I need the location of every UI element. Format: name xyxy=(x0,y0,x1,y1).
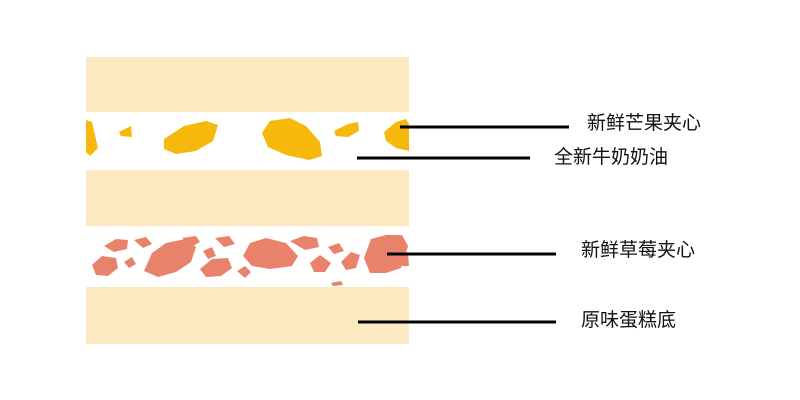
cake-layer-bottom xyxy=(86,287,409,344)
strawberry-piece xyxy=(203,247,216,259)
mango-piece xyxy=(119,126,132,137)
mango-piece xyxy=(86,120,98,156)
strawberry-piece xyxy=(144,239,196,277)
cream-layer-top xyxy=(86,112,409,170)
strawberry-piece xyxy=(331,281,343,286)
strawberry-piece xyxy=(237,266,251,278)
strawberry-piece xyxy=(200,258,232,277)
label-milk-cream: 全新牛奶奶油 xyxy=(554,146,669,168)
mango-filling xyxy=(86,118,409,160)
mango-piece xyxy=(262,118,322,160)
strawberry-piece xyxy=(215,236,235,247)
strawberry-piece xyxy=(364,235,408,273)
strawberry-piece xyxy=(182,236,200,247)
cake-layer-top xyxy=(86,57,409,112)
strawberry-piece xyxy=(124,257,136,268)
label-sponge-base: 原味蛋糕底 xyxy=(581,309,677,331)
strawberry-piece xyxy=(341,252,360,270)
label-mango-filling: 新鲜芒果夹心 xyxy=(587,112,702,134)
strawberry-piece xyxy=(134,237,152,248)
label-strawberry-filling: 新鲜草莓夹心 xyxy=(581,239,696,261)
mango-piece xyxy=(164,121,218,154)
strawberry-piece xyxy=(243,238,298,269)
strawberry-piece xyxy=(290,236,319,250)
cake-layer-middle xyxy=(86,170,409,226)
strawberry-piece xyxy=(310,255,331,272)
strawberry-piece xyxy=(104,239,128,252)
strawberry-filling xyxy=(92,235,409,286)
strawberry-piece xyxy=(92,256,118,276)
mango-piece xyxy=(334,122,359,137)
strawberry-piece xyxy=(328,243,344,254)
